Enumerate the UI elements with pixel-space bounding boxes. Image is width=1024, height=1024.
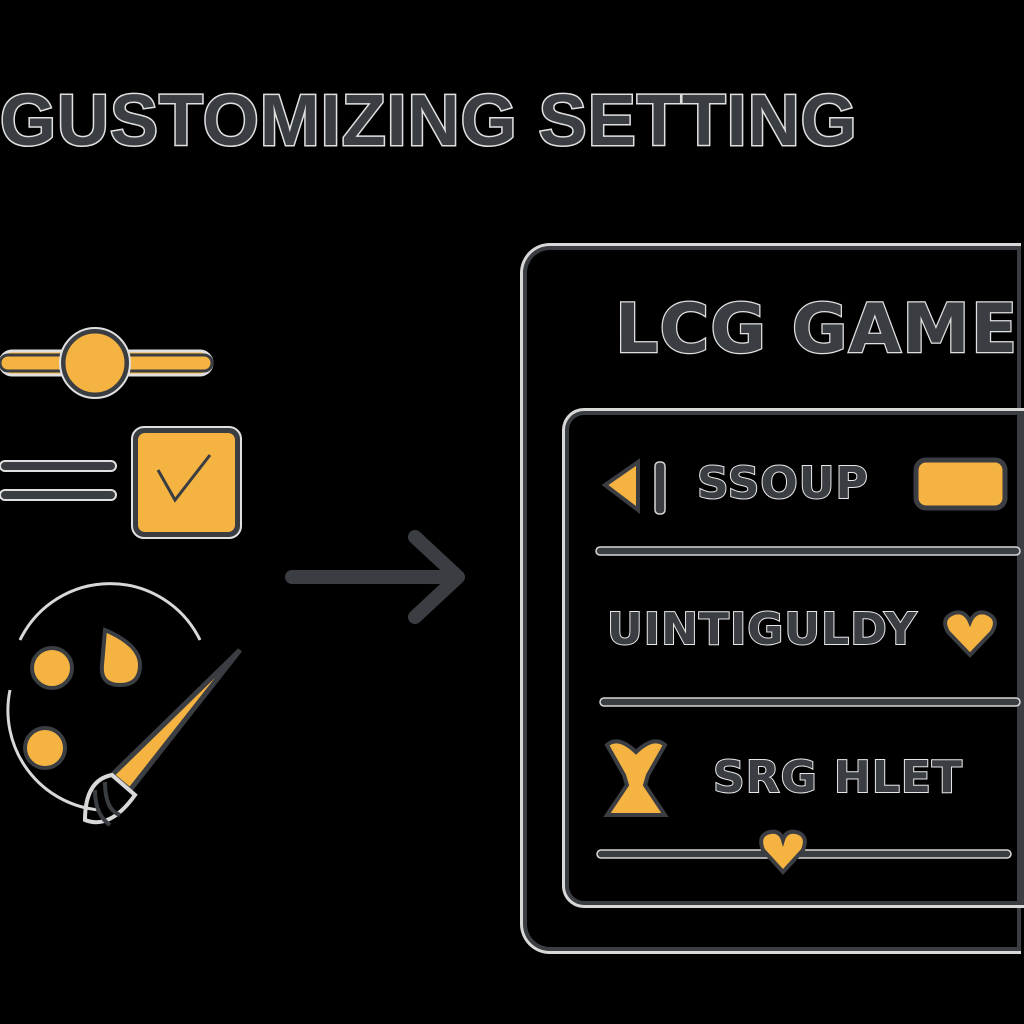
divider [595, 546, 1021, 556]
checkbox-option[interactable] [0, 426, 242, 539]
palette-icon [6, 582, 242, 827]
row-label-second: UINTIGULDY [606, 603, 918, 656]
row-label-third: SRG HLET [712, 751, 963, 804]
checkmark-icon [156, 454, 212, 503]
slider-knob [60, 328, 130, 398]
sound-toggle[interactable] [913, 457, 1008, 511]
slider-control[interactable] [0, 327, 214, 399]
character-icon [603, 739, 669, 817]
heart-icon [943, 610, 997, 658]
row-slider[interactable] [596, 829, 1012, 875]
game-settings-panel [520, 243, 1021, 954]
arrow-icon [285, 530, 465, 624]
settings-list [562, 408, 1024, 908]
heart-slider-knob [759, 829, 807, 875]
panel-title: LCG GAME [614, 289, 1019, 371]
divider [599, 697, 1021, 707]
row-label-sound: SSOUP [696, 457, 869, 510]
speaker-icon [601, 458, 666, 515]
page-title: GUSTOMIZING SETTING [0, 80, 858, 163]
checkbox [132, 427, 241, 538]
